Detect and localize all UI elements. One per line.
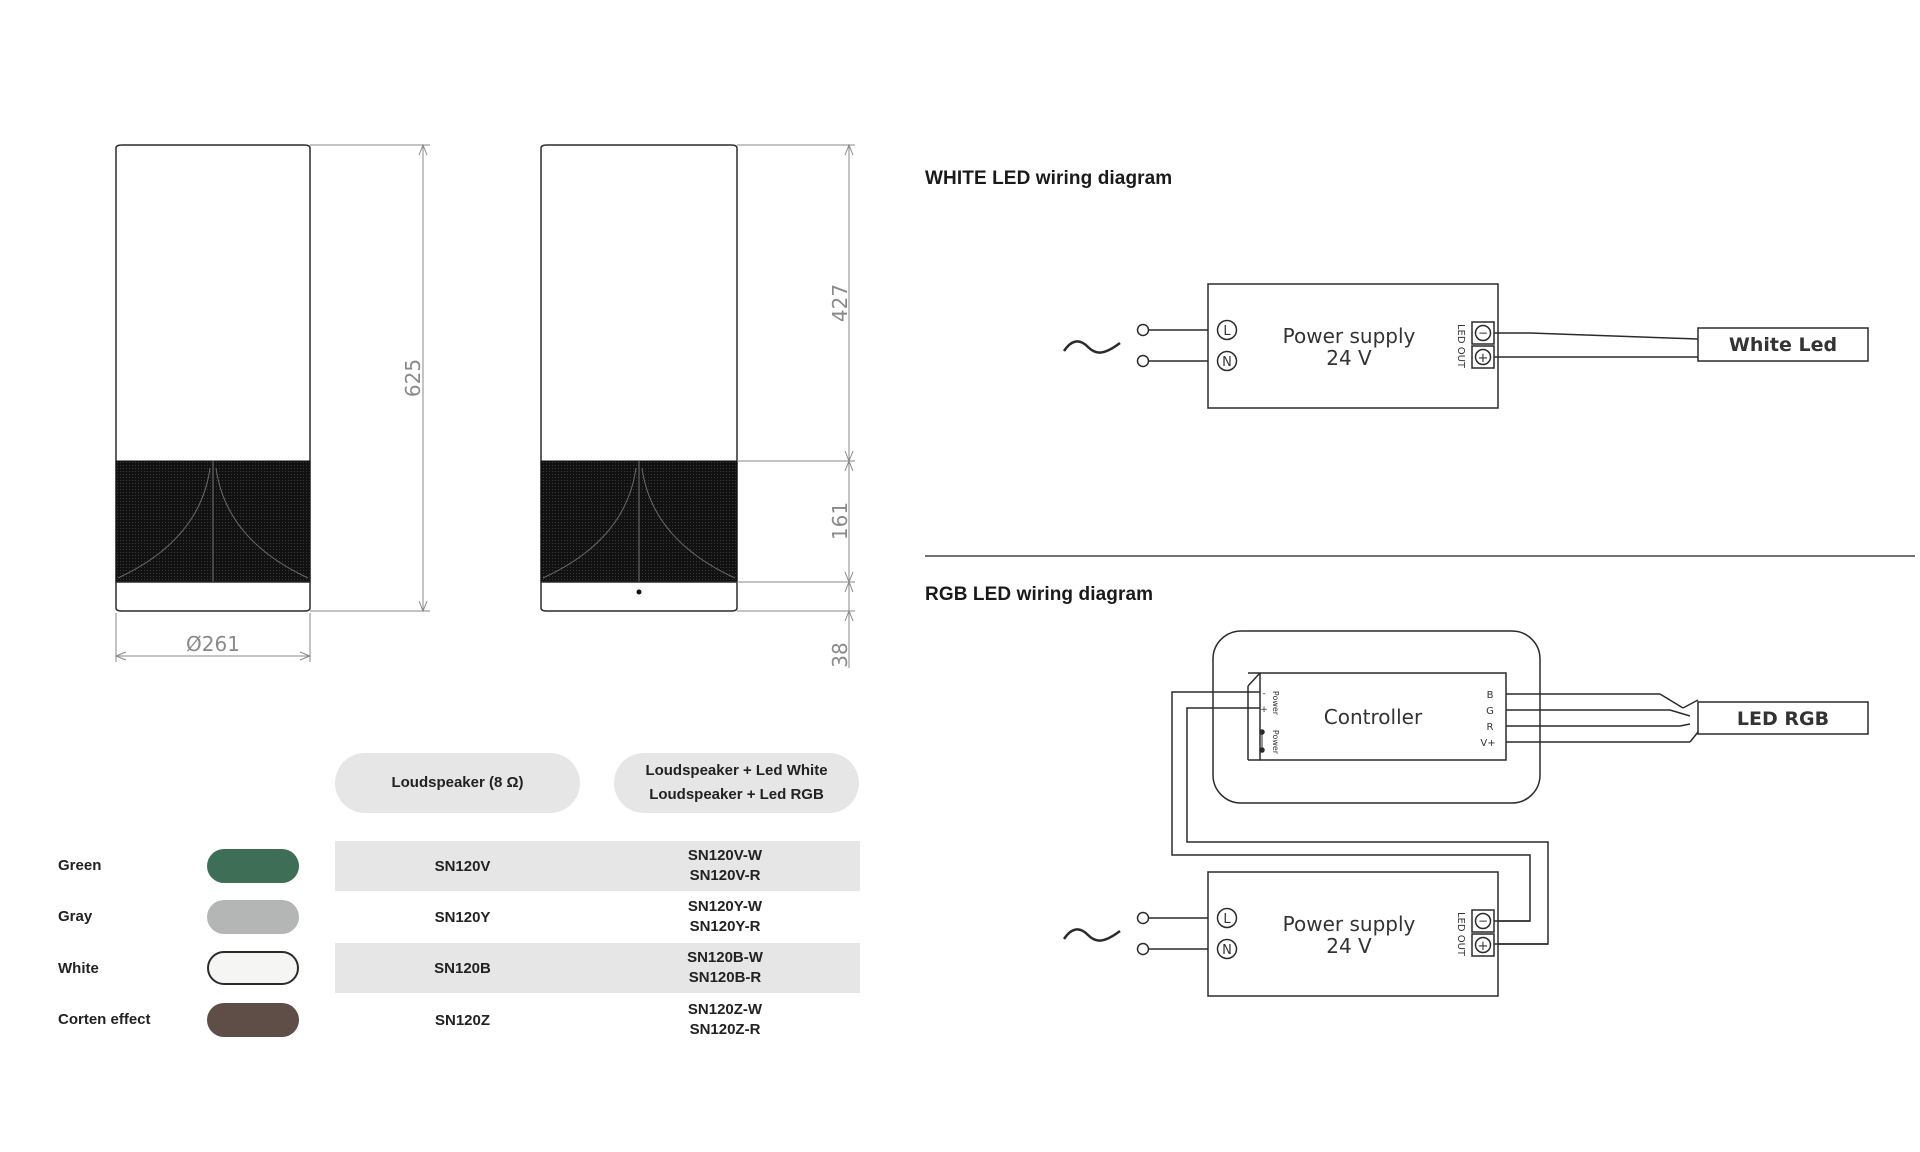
rgb-wiring-diagram (1062, 630, 1869, 997)
controller-power-label-1: Power (1271, 691, 1280, 716)
rgb-led-out-label: LED OUT (1455, 912, 1466, 957)
color-name-green: Green (58, 857, 102, 874)
white-diagram-title: WHITE LED wiring diagram (925, 168, 1173, 189)
dim-height-upper: 427 (828, 284, 852, 322)
header-loudspeaker-led: Loudspeaker + Led White Loudspeaker + Le… (614, 753, 859, 813)
code-led-white: SN120B-W (687, 949, 763, 966)
controller-minus: - (1262, 689, 1265, 699)
white-psu-voltage: 24 V (1326, 346, 1372, 370)
code-led: SN120Z-W SN120Z-R (590, 995, 860, 1045)
white-minus-sign: − (1478, 326, 1488, 340)
product-side-view (540, 144, 738, 612)
white-led-label: White Led (1729, 334, 1837, 356)
header-loudspeaker: Loudspeaker (8 Ω) (335, 753, 580, 813)
rgb-psu-label: Power supply (1283, 912, 1416, 936)
rgb-terminal-n: N (1222, 943, 1232, 958)
rgb-psu-voltage: 24 V (1326, 934, 1372, 958)
code-led-rgb: SN120V-R (689, 867, 761, 884)
controller-label: Controller (1324, 705, 1423, 729)
controller-plus: + (1260, 705, 1268, 715)
rgb-led-label: LED RGB (1737, 708, 1829, 730)
code-led-white: SN120Z-W (687, 1001, 763, 1018)
header-led-white-text: Loudspeaker + Led White (645, 762, 828, 779)
swatch-gray (207, 900, 299, 934)
color-name-white: White (58, 960, 99, 977)
dim-height-total: 625 (401, 359, 425, 397)
rgb-minus-sign: − (1478, 914, 1488, 928)
code-loudspeaker: SN120Z (434, 1011, 491, 1029)
code-loudspeaker: SN120B (434, 959, 491, 977)
rgb-power-supply-box (1207, 871, 1499, 997)
color-name-gray: Gray (58, 908, 93, 925)
code-led: SN120B-W SN120B-R (590, 943, 860, 993)
swatch-green (207, 849, 299, 883)
front-dimensions (114, 143, 430, 662)
dim-height-base: 38 (828, 642, 852, 667)
power-supply-box (1207, 283, 1499, 409)
table-row: SN120V SN120V-W SN120V-R (335, 841, 860, 891)
dim-diameter: Ø261 (186, 632, 240, 656)
rgb-terminal-l: L (1223, 912, 1231, 927)
product-front-view (115, 144, 311, 612)
code-led: SN120V-W SN120V-R (590, 841, 860, 891)
white-terminal-n: N (1222, 355, 1232, 370)
output-r: R (1487, 722, 1494, 733)
code-loudspeaker: SN120V (434, 857, 491, 875)
table-row: SN120Y SN120Y-W SN120Y-R (335, 892, 860, 942)
controller-power-label-2: Power (1271, 730, 1280, 755)
color-name-corten: Corten effect (58, 1011, 151, 1028)
white-wiring-diagram (1062, 283, 1869, 409)
header-loudspeaker-text: Loudspeaker (8 Ω) (391, 774, 524, 791)
white-terminal-l: L (1223, 324, 1231, 339)
code-led-rgb: SN120B-R (688, 969, 762, 986)
white-led-out-label: LED OUT (1455, 324, 1466, 369)
header-led-rgb-text: Loudspeaker + Led RGB (649, 786, 824, 803)
code-led-rgb: SN120Y-R (689, 918, 761, 935)
white-psu-label: Power supply (1283, 324, 1416, 348)
swatch-corten (207, 1003, 299, 1037)
ac-symbol-rgb (1062, 928, 1121, 942)
rgb-diagram-title: RGB LED wiring diagram (925, 584, 1154, 605)
code-led-white: SN120V-W (687, 847, 763, 864)
output-v: V+ (1480, 738, 1495, 749)
table-row: SN120B SN120B-W SN120B-R (335, 943, 860, 993)
white-led-load (1697, 327, 1869, 362)
ac-symbol (1062, 340, 1121, 354)
white-plus-sign: + (1478, 351, 1489, 366)
rgb-led-load (1697, 701, 1869, 735)
output-g: G (1486, 706, 1494, 717)
side-dimensions (737, 143, 855, 668)
code-led-rgb: SN120Z-R (689, 1021, 761, 1038)
output-b: B (1487, 690, 1494, 701)
code-led-white: SN120Y-W (687, 898, 763, 915)
code-loudspeaker: SN120Y (434, 908, 491, 926)
rgb-plus-sign: + (1478, 939, 1489, 954)
code-led: SN120Y-W SN120Y-R (590, 892, 860, 942)
table-row: SN120Z SN120Z-W SN120Z-R (335, 995, 860, 1045)
swatch-white (207, 951, 299, 985)
dim-height-middle: 161 (828, 502, 852, 540)
